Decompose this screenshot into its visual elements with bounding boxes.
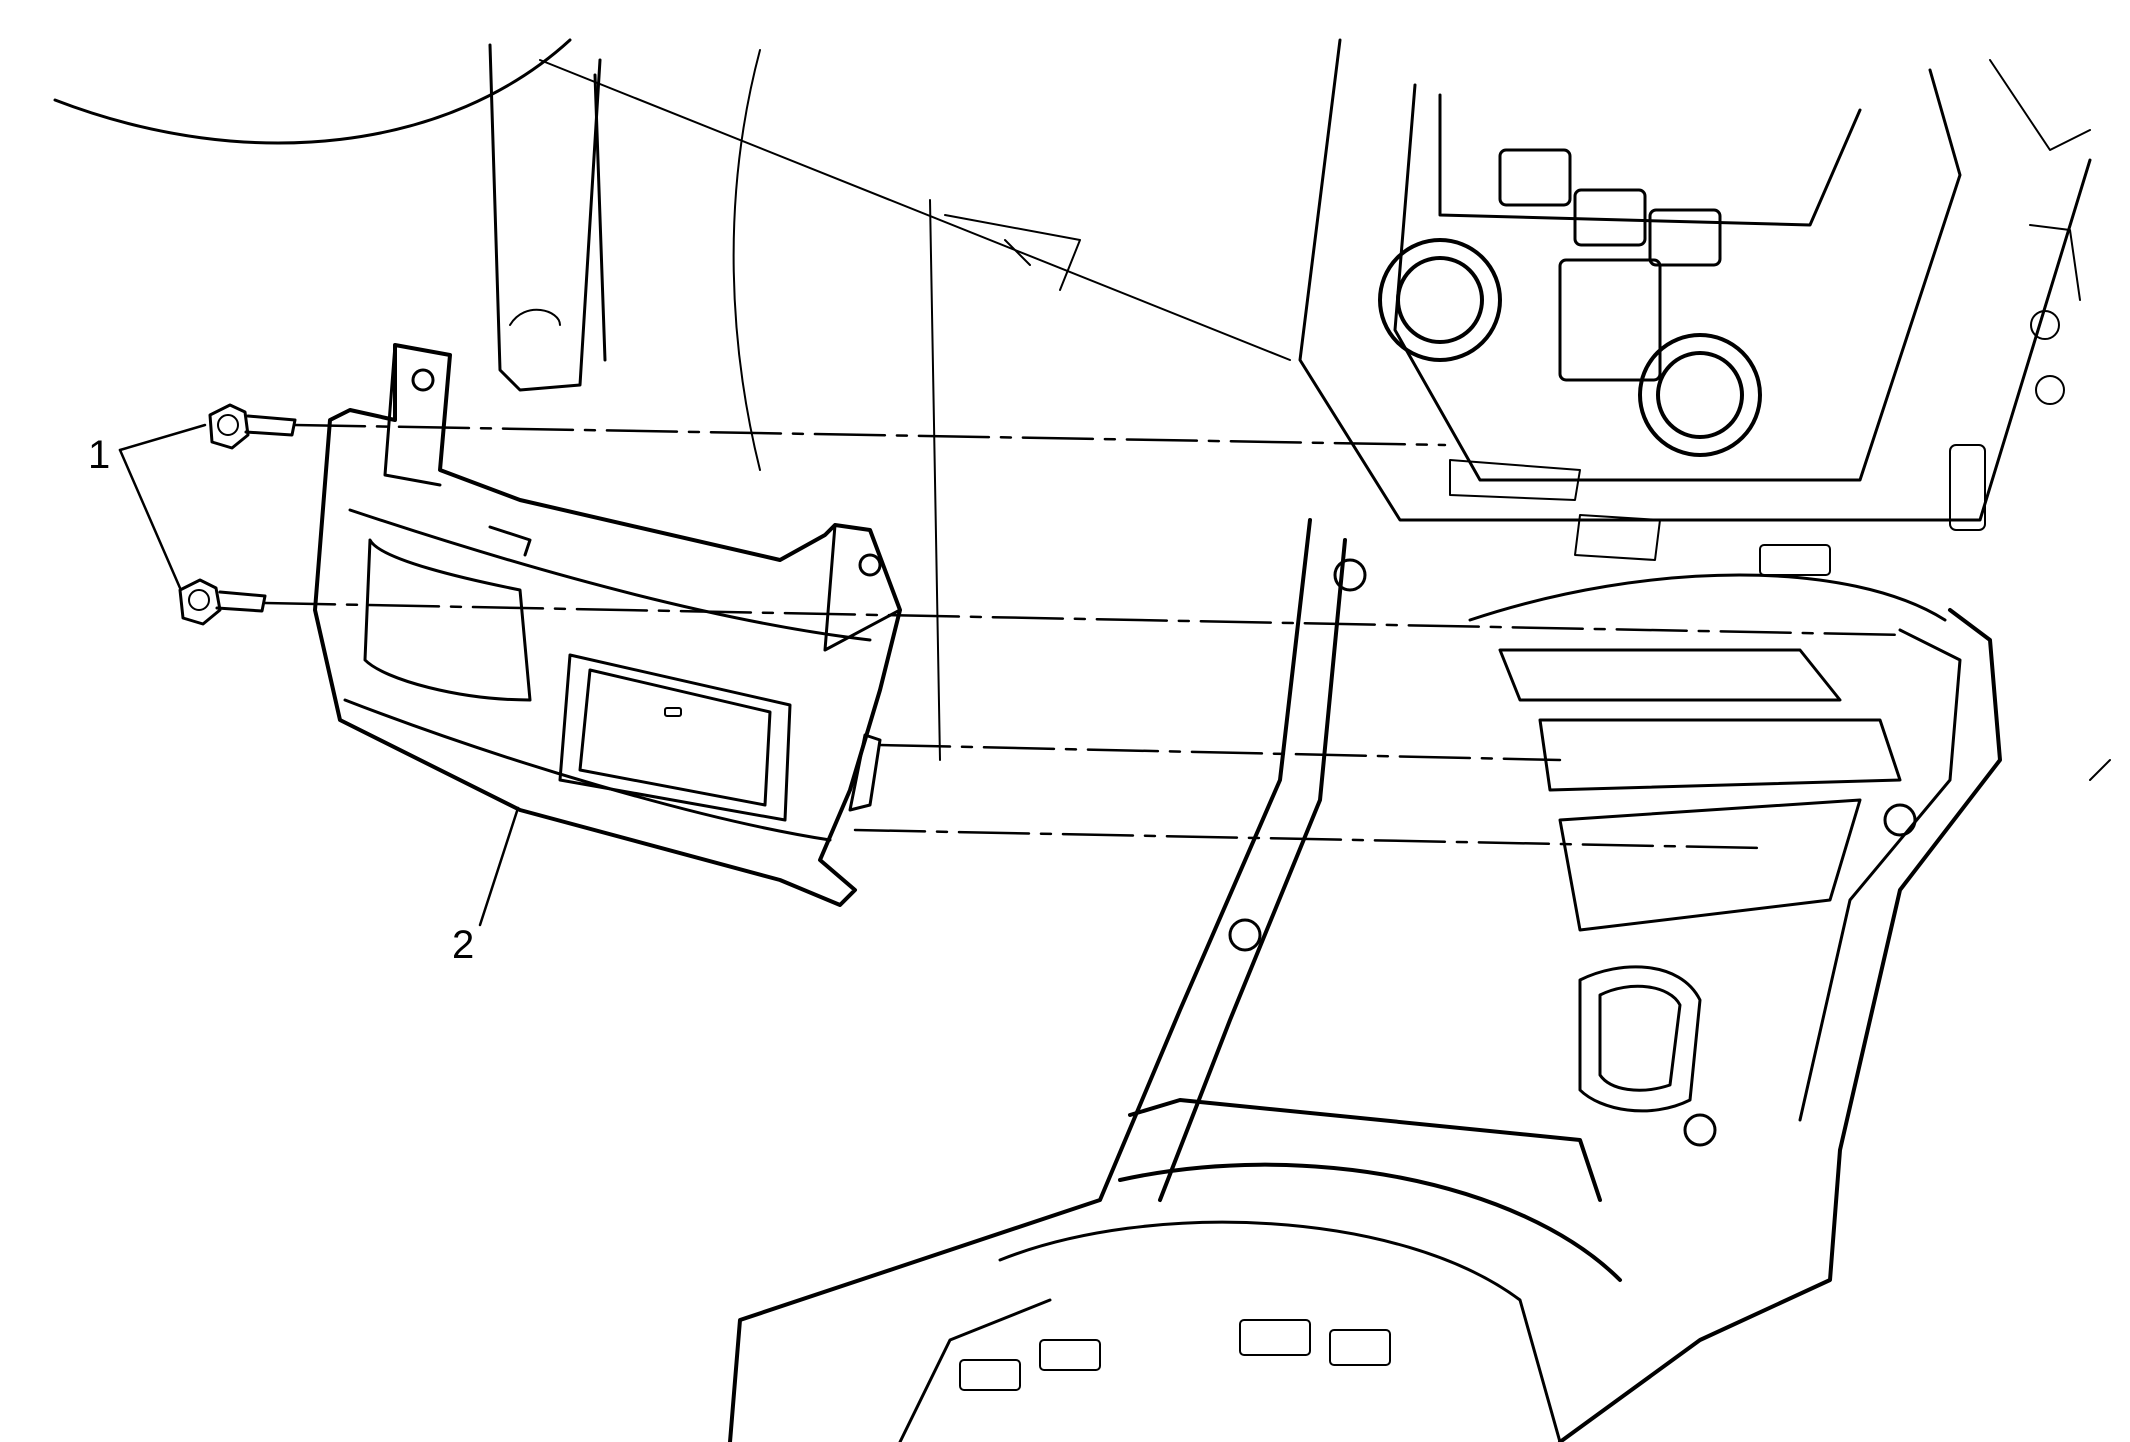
callout-label-2: 2 xyxy=(452,923,474,967)
dashboard-outline xyxy=(53,38,1291,761)
center-stack xyxy=(1298,38,2092,576)
callout-label-1: 1 xyxy=(88,433,110,477)
callout-2: 2 xyxy=(452,806,520,967)
trim-panel xyxy=(313,343,902,907)
alignment-lines xyxy=(263,423,1907,850)
bolt-upper xyxy=(208,403,297,450)
bolt-lower xyxy=(178,578,267,626)
floor-console xyxy=(728,518,2111,1442)
callout-1: 1 xyxy=(88,423,207,590)
